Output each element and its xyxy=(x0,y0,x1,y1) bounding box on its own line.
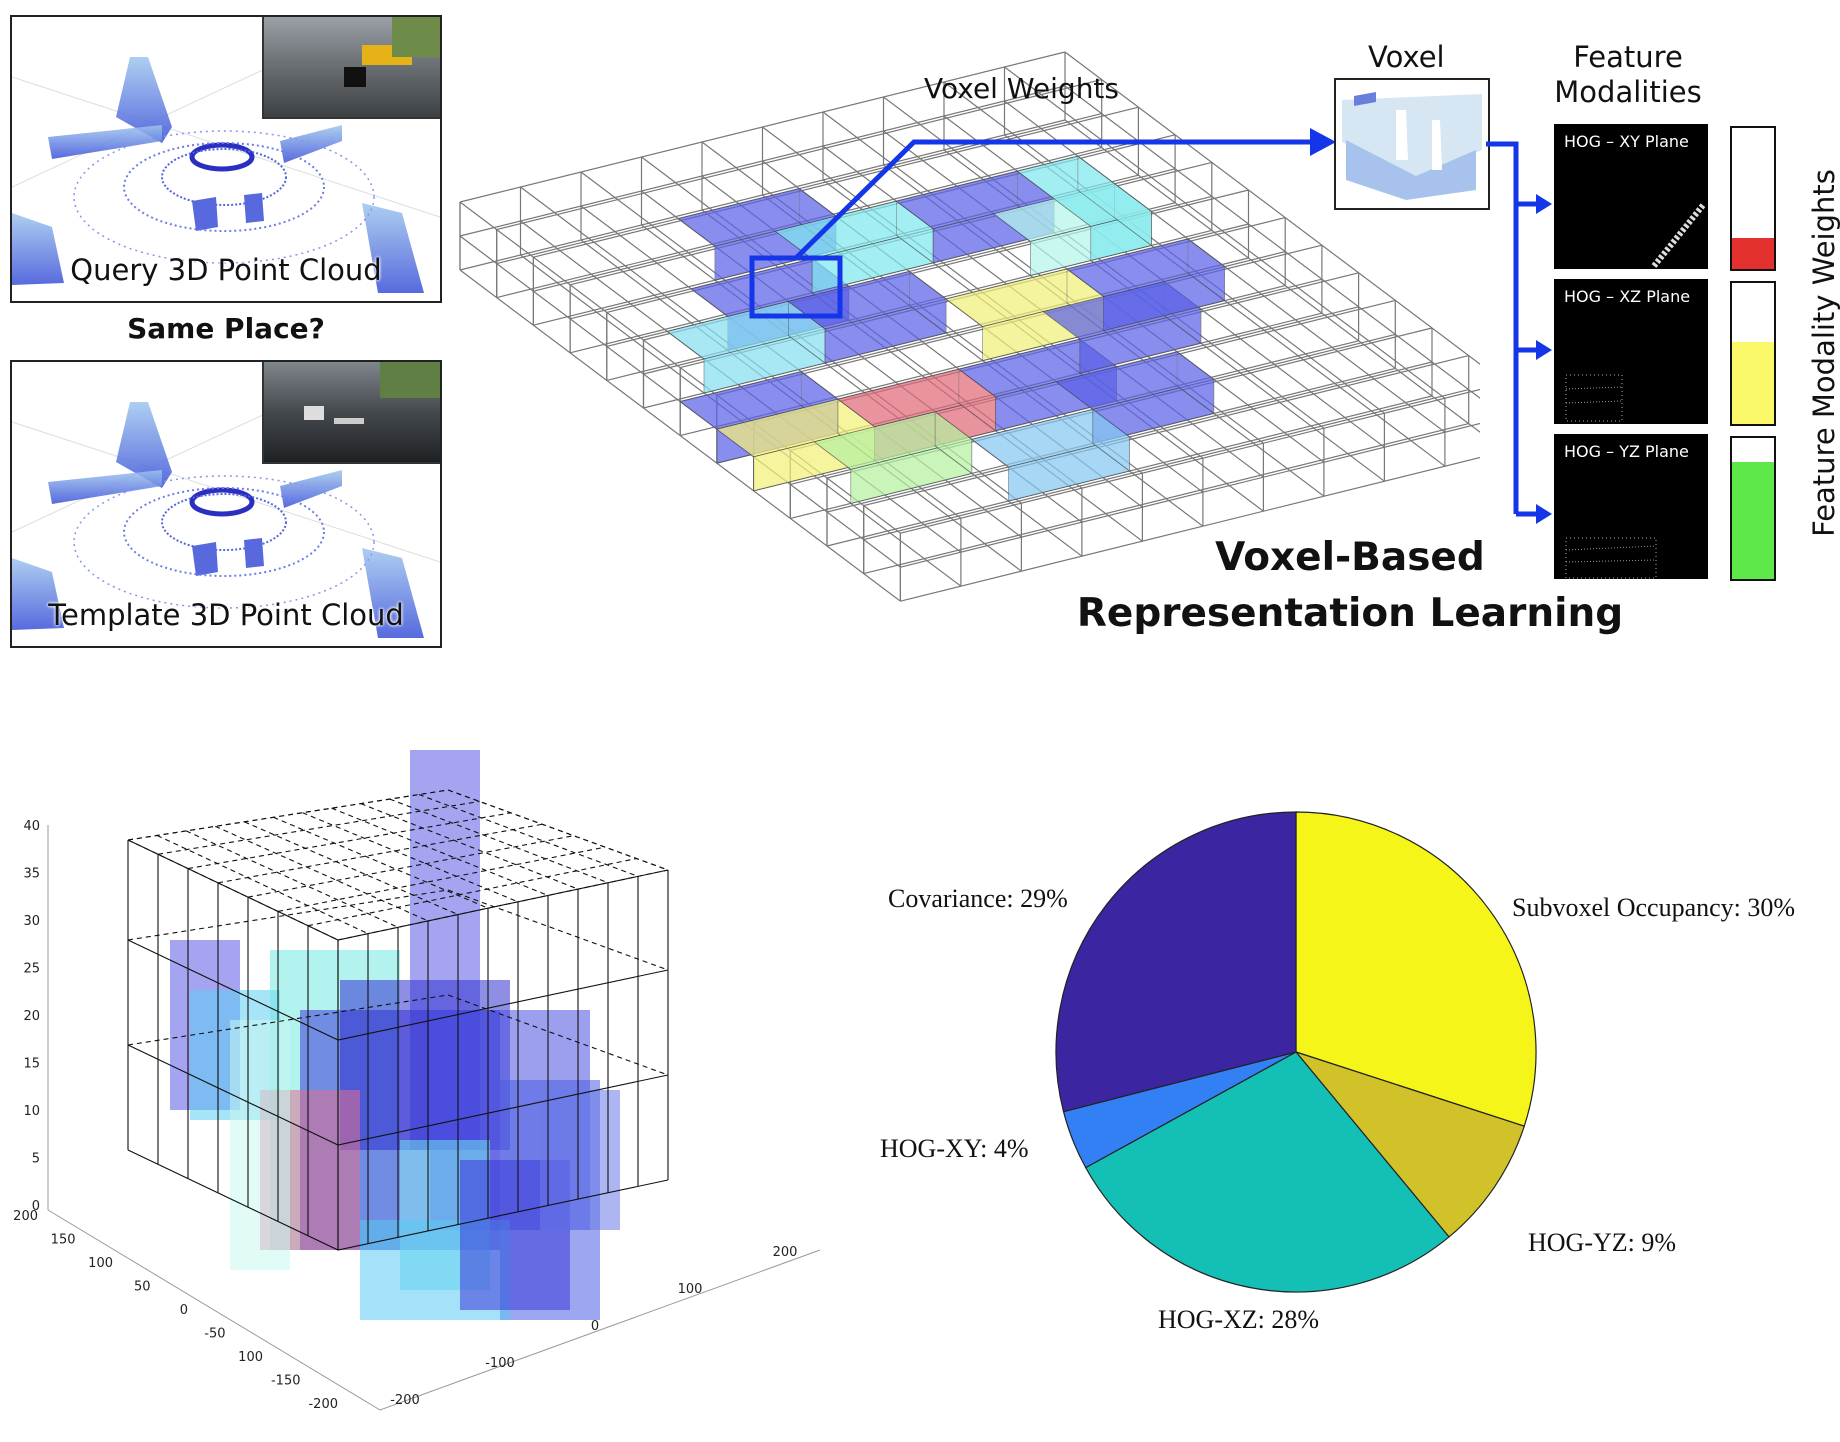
hog-xy-weight-fill xyxy=(1732,237,1774,269)
y-tick-label: -50 xyxy=(204,1327,225,1342)
z-tick-label: 40 xyxy=(23,819,40,834)
hog-yz-title: HOG – YZ Plane xyxy=(1564,442,1689,461)
x-tick-label: -200 xyxy=(390,1393,420,1408)
voxel-detail-box xyxy=(1334,78,1490,210)
plot3d-voxel xyxy=(540,1090,620,1230)
template-caption: Template 3D Point Cloud xyxy=(48,598,404,632)
pie-slices xyxy=(1055,811,1537,1293)
hog-yz-visual xyxy=(1565,537,1657,579)
voxel-weights-grid: Voxel Weights xyxy=(459,51,1480,602)
y-tick-label: 50 xyxy=(134,1280,151,1295)
hog-yz-weight-bar xyxy=(1730,436,1776,581)
feature-modality-weights-label: Feature Modality Weights xyxy=(1807,169,1840,537)
y-axis-ticks: 200 150 100 50 0 -50 100 -150 -200 xyxy=(13,1209,338,1412)
plot3d-grid-lines xyxy=(127,789,669,1251)
pie-label-subvoxel-occupancy: Subvoxel Occupancy: 30% xyxy=(1512,893,1796,922)
pie-slice xyxy=(1294,1050,1526,1238)
z-tick-label: 30 xyxy=(23,914,40,929)
weighted-voxel xyxy=(971,408,1131,502)
hog-xz-weight-fill xyxy=(1732,342,1774,424)
weighted-voxel xyxy=(813,411,973,504)
voxel-pointer-arrow xyxy=(794,139,1320,260)
hog-xy-weight-bar xyxy=(1730,126,1776,271)
y-tick-label: 100 xyxy=(238,1350,263,1365)
hog-xy-visual xyxy=(1651,202,1707,268)
query-point-cloud-panel: Query 3D Point Cloud xyxy=(10,15,442,303)
z-tick-label: 5 xyxy=(32,1152,40,1167)
voxel-to-features-arrows xyxy=(1486,141,1552,524)
pie-label-covariance: Covariance: 29% xyxy=(888,884,1068,913)
hog-xy-panel: HOG – XY Plane xyxy=(1554,124,1708,269)
y-tick-label: 100 xyxy=(88,1256,113,1271)
z-axis-ticks: 40 35 30 25 20 15 10 5 0 xyxy=(23,819,40,1214)
y-tick-label: -200 xyxy=(308,1397,338,1412)
diagram-title-line1: Voxel-Based xyxy=(1215,535,1485,580)
pie-label-hog-xz: HOG-XZ: 28% xyxy=(1158,1305,1320,1334)
hog-xz-weight-bar xyxy=(1730,281,1776,426)
voxel-weights-label: Voxel Weights xyxy=(924,72,1119,105)
same-place-question: Same Place? xyxy=(127,312,325,345)
voxel-grid-lines xyxy=(459,51,1480,602)
pie-label-hog-xy: HOG-XY: 4% xyxy=(880,1134,1029,1163)
z-tick-label: 10 xyxy=(23,1104,40,1119)
x-tick-label: 0 xyxy=(591,1319,599,1334)
hog-xz-panel: HOG – XZ Plane xyxy=(1554,279,1708,424)
hog-xy-title: HOG – XY Plane xyxy=(1564,132,1689,151)
weighted-voxel xyxy=(1066,238,1226,331)
feature-weight-pie-chart xyxy=(1055,811,1537,1293)
y-tick-label: 150 xyxy=(51,1233,76,1248)
template-point-cloud-panel: Template 3D Point Cloud xyxy=(10,360,442,648)
pie-slice xyxy=(1055,811,1297,1113)
template-camera-image xyxy=(262,362,440,464)
pie-slice xyxy=(1084,1051,1450,1293)
feature-modalities-line2: Modalities xyxy=(1554,75,1702,109)
query-point-cloud-image xyxy=(12,46,440,293)
z-tick-label: 15 xyxy=(23,1057,40,1072)
z-tick-label: 0 xyxy=(32,1199,40,1214)
weighted-voxel xyxy=(1055,351,1215,444)
y-tick-label: -150 xyxy=(271,1374,301,1389)
pie-slice xyxy=(1295,811,1537,1127)
diagram-title-line2: Representation Learning xyxy=(1076,591,1624,636)
query-camera-image xyxy=(262,17,440,119)
weighted-voxel xyxy=(1016,155,1152,261)
diagram-title: Voxel-Based Representation Learning xyxy=(1070,530,1630,642)
y-tick-label: 200 xyxy=(13,1209,38,1224)
plot3d-voxel xyxy=(230,1020,290,1270)
x-axis-ticks: -200 -100 0 100 200 xyxy=(390,1245,797,1408)
plot3d-voxels xyxy=(170,750,620,1320)
x-tick-label: 200 xyxy=(773,1245,798,1260)
voxel-label: Voxel xyxy=(1368,40,1445,74)
hog-xz-visual xyxy=(1565,374,1623,422)
voxel-pointer-arrowhead xyxy=(1310,128,1336,156)
z-tick-label: 20 xyxy=(23,1009,40,1024)
z-tick-label: 25 xyxy=(23,962,40,977)
hog-yz-panel: HOG – YZ Plane xyxy=(1554,434,1708,579)
feature-modalities-label: Feature Modalities xyxy=(1548,40,1708,110)
template-point-cloud-image xyxy=(12,391,440,638)
voxel-detail-points xyxy=(1342,92,1482,200)
query-caption: Query 3D Point Cloud xyxy=(70,253,382,287)
y-tick-label: 0 xyxy=(180,1303,188,1318)
x-tick-label: 100 xyxy=(678,1282,703,1297)
x-tick-label: -100 xyxy=(485,1356,515,1371)
plot3d-axes xyxy=(47,825,821,1411)
weighted-voxels xyxy=(666,155,1226,504)
feature-modalities-line1: Feature xyxy=(1573,40,1683,74)
z-tick-label: 35 xyxy=(23,867,40,882)
pie-label-hog-yz: HOG-YZ: 9% xyxy=(1528,1228,1677,1257)
hog-yz-weight-fill xyxy=(1732,461,1774,579)
hog-xz-title: HOG – XZ Plane xyxy=(1564,287,1691,306)
